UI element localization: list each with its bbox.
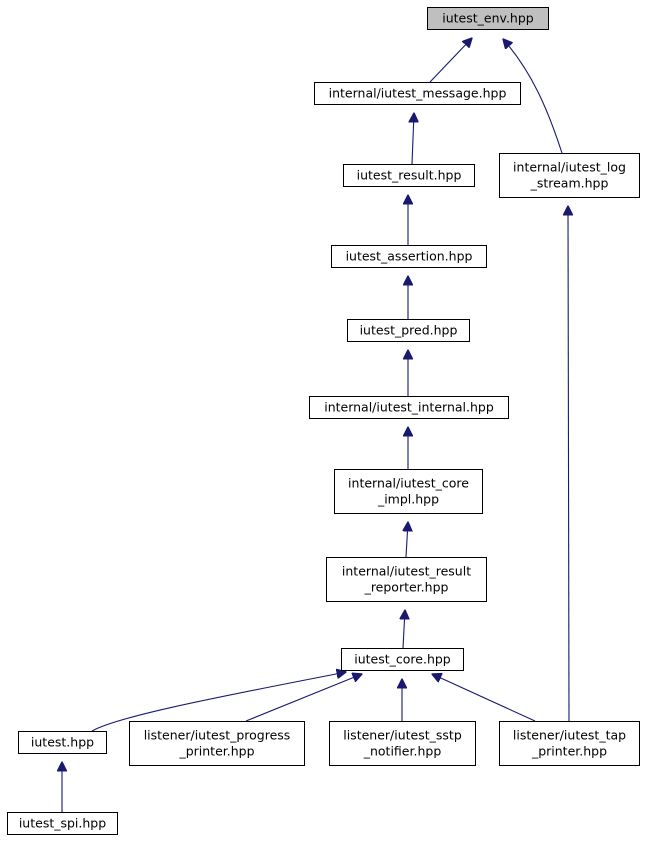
- node-core-impl[interactable]: internal/iutest_core_impl.hpp: [334, 469, 483, 514]
- node-label: internal/iutest_core: [348, 476, 469, 491]
- node-label: iutest_result.hpp: [357, 168, 462, 183]
- node-box: [326, 557, 487, 602]
- node-box: [334, 469, 483, 514]
- node-assertion[interactable]: iutest_assertion.hpp: [331, 245, 487, 268]
- node-box: [427, 7, 549, 30]
- node-box: [18, 731, 107, 754]
- node-log-stream[interactable]: internal/iutest_log_stream.hpp: [499, 153, 640, 198]
- node-label: _reporter.hpp: [364, 580, 449, 595]
- node-label: internal/iutest_internal.hpp: [324, 400, 494, 415]
- node-sstp-notifier[interactable]: listener/iutest_sstp_notifier.hpp: [329, 721, 476, 766]
- node-label: _stream.hpp: [530, 176, 609, 191]
- node-box: [343, 164, 475, 187]
- node-label: listener/iutest_progress: [144, 728, 291, 743]
- node-progress-printer[interactable]: listener/iutest_progress_printer.hpp: [129, 721, 305, 766]
- node-box: [7, 812, 118, 835]
- node-label: _printer.hpp: [178, 744, 254, 759]
- node-iutest[interactable]: iutest.hpp: [18, 731, 107, 754]
- node-result-reporter[interactable]: internal/iutest_result_reporter.hpp: [326, 557, 487, 602]
- edge-core-to-result_reporter: [403, 610, 405, 649]
- node-box: [331, 245, 487, 268]
- node-label: internal/iutest_message.hpp: [329, 86, 507, 101]
- node-result[interactable]: iutest_result.hpp: [343, 164, 475, 187]
- node-box: [314, 82, 521, 105]
- node-box: [129, 721, 305, 766]
- node-box: [347, 319, 470, 342]
- edges-layer: [62, 38, 569, 812]
- edge-result_reporter-to-core_impl: [406, 522, 408, 558]
- node-label: iutest_spi.hpp: [19, 816, 106, 831]
- edge-iutest-to-core: [91, 672, 346, 732]
- node-box: [499, 153, 640, 198]
- node-label: iutest_pred.hpp: [360, 323, 458, 338]
- node-box: [309, 396, 509, 419]
- node-label: listener/iutest_tap: [513, 728, 626, 743]
- node-label: _printer.hpp: [531, 744, 607, 759]
- edge-tap_printer-to-core: [432, 674, 536, 722]
- node-label: _impl.hpp: [377, 492, 439, 507]
- node-label: internal/iutest_log: [513, 160, 626, 175]
- node-spi[interactable]: iutest_spi.hpp: [7, 812, 118, 835]
- node-box: [341, 648, 464, 671]
- edge-tap_printer-to-log_stream: [568, 206, 569, 722]
- node-label: internal/iutest_result: [342, 564, 471, 579]
- node-label: iutest.hpp: [31, 735, 94, 750]
- node-box: [329, 721, 476, 766]
- node-env[interactable]: iutest_env.hpp: [427, 7, 549, 30]
- node-core[interactable]: iutest_core.hpp: [341, 648, 464, 671]
- node-message[interactable]: internal/iutest_message.hpp: [314, 82, 521, 105]
- node-tap-printer[interactable]: listener/iutest_tap_printer.hpp: [499, 721, 640, 766]
- edge-progress_printer-to-core: [245, 674, 362, 722]
- node-label: _notifier.hpp: [363, 744, 442, 759]
- node-label: iutest_core.hpp: [354, 652, 451, 667]
- edge-log_stream-to-env: [503, 39, 563, 154]
- node-label: iutest_assertion.hpp: [346, 249, 473, 264]
- edge-result-to-message: [412, 113, 414, 165]
- node-label: iutest_env.hpp: [442, 11, 534, 26]
- edge-message-to-env: [429, 38, 472, 83]
- node-box: [499, 721, 640, 766]
- node-internal[interactable]: internal/iutest_internal.hpp: [309, 396, 509, 419]
- node-label: listener/iutest_sstp: [343, 728, 462, 743]
- node-pred[interactable]: iutest_pred.hpp: [347, 319, 470, 342]
- nodes-layer: iutest_env.hpp internal/iutest_message.hp…: [7, 7, 640, 835]
